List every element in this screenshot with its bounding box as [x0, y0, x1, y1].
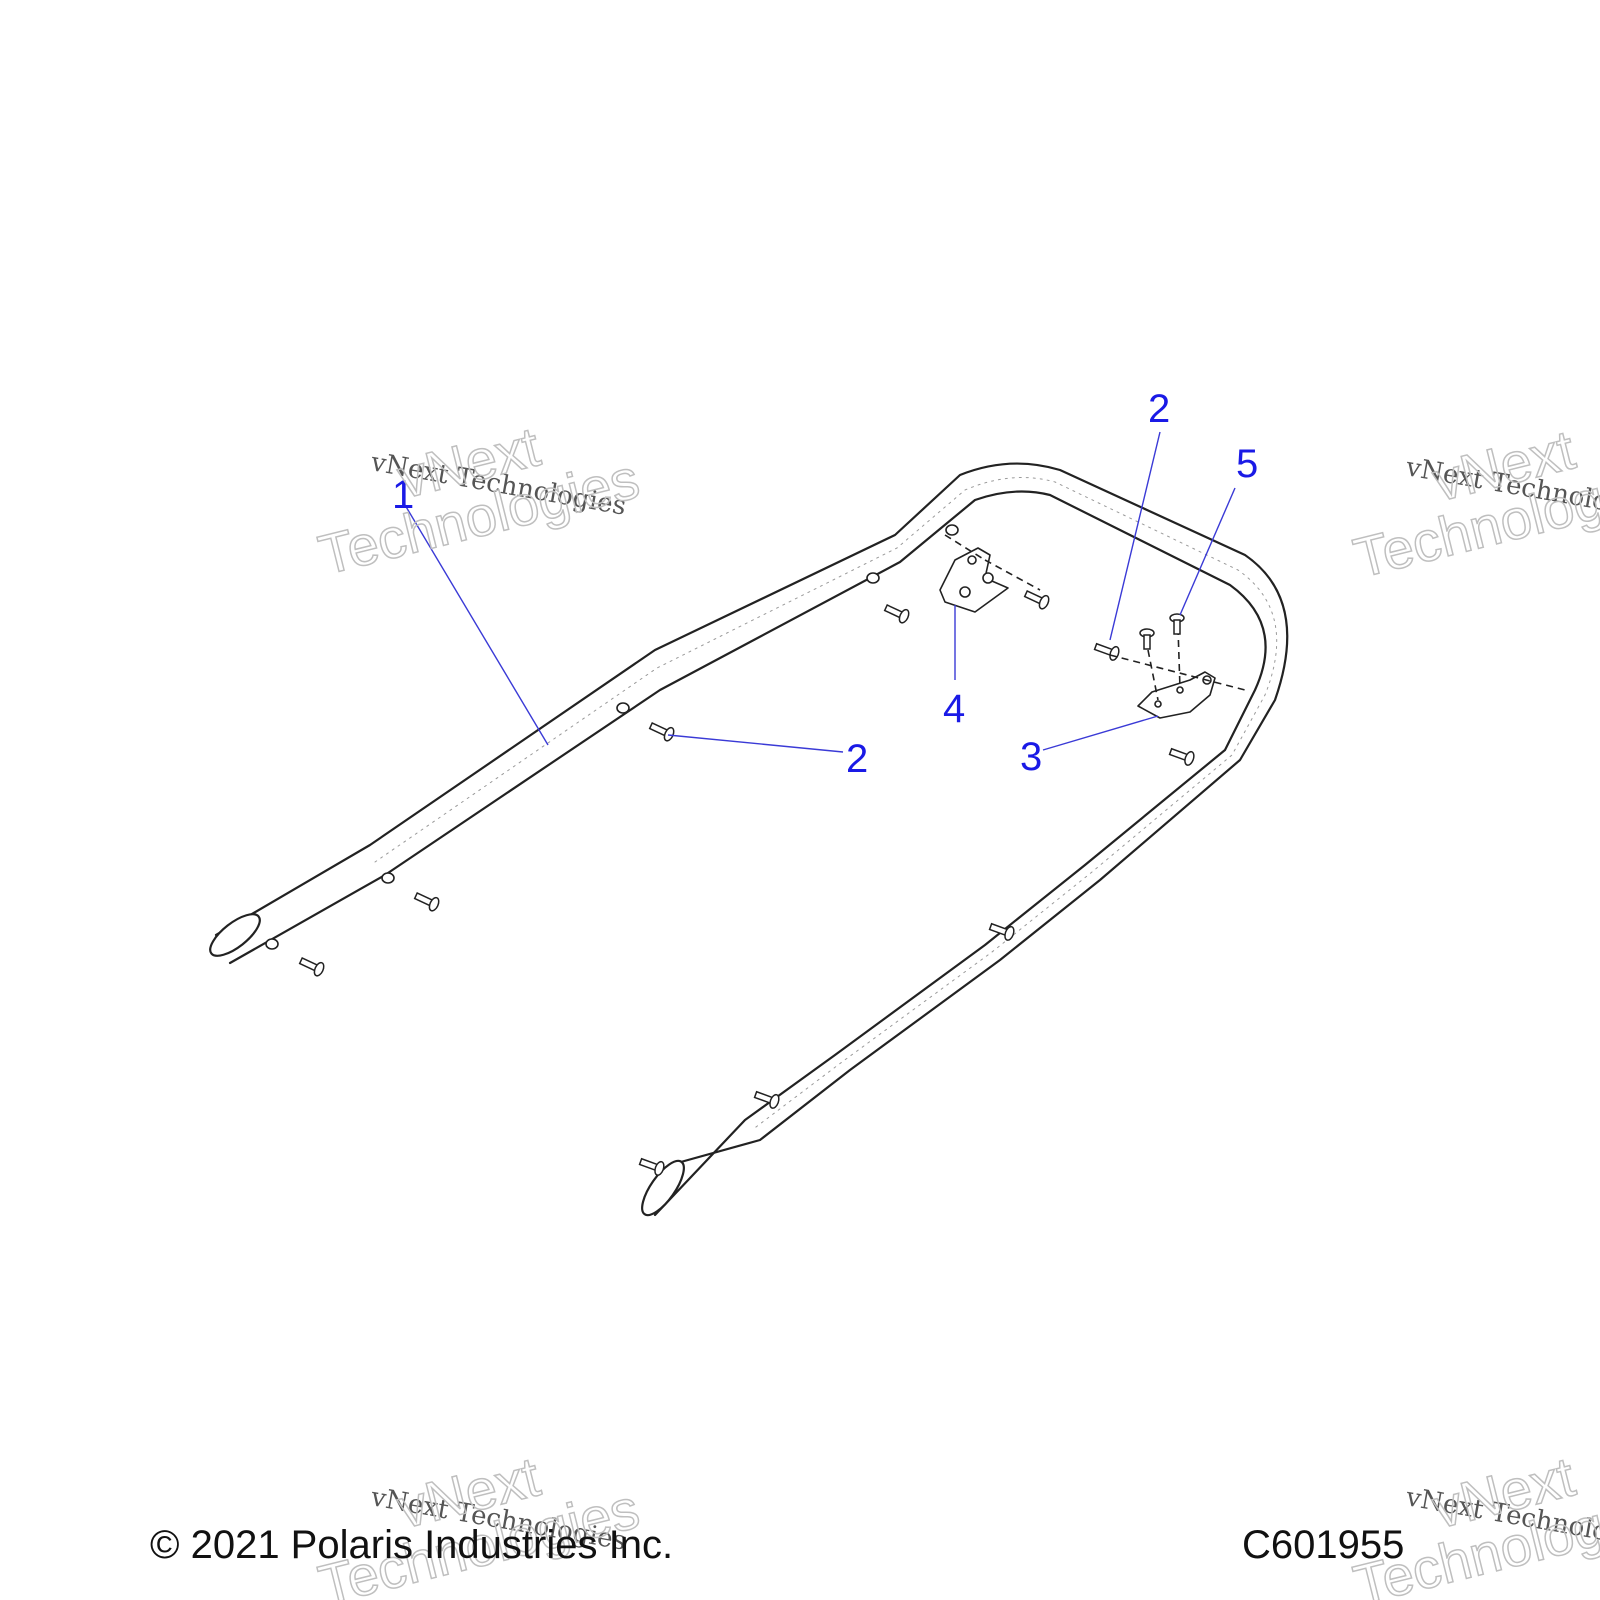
watermark-bottom-left-big: vNext Technologies: [312, 1444, 646, 1600]
bolt-icon: [988, 922, 1015, 941]
bolt-icon: [883, 604, 910, 624]
watermark-bottom-right-big: vNext Technologies: [1347, 1444, 1600, 1600]
callout-5: 5: [1236, 442, 1258, 486]
leader-5: [1179, 487, 1236, 616]
callout-3: 3: [1020, 735, 1042, 779]
leader-2b: [667, 734, 844, 753]
watermark-top-left-big: vNext Technologies: [312, 414, 646, 588]
screw-icon: [1139, 628, 1155, 650]
callouts: 1 2 2 3 4 5: [392, 387, 1258, 781]
bolt-icon: [1023, 590, 1050, 610]
callout-2-top: 2: [1148, 387, 1170, 431]
leader-1: [404, 504, 549, 746]
screw-icon: [1169, 613, 1185, 635]
bolt-icon: [753, 1090, 780, 1109]
bolt-icon: [648, 722, 675, 742]
screws-part-5: [1139, 613, 1185, 650]
bracket-part-3: [1109, 627, 1246, 719]
bolt-icon: [1168, 747, 1195, 766]
callout-4: 4: [943, 687, 965, 731]
figure-code: C601955: [1242, 1523, 1404, 1567]
leader-2a: [1109, 431, 1161, 641]
leader-lines: [404, 431, 1236, 753]
tube-mounting-holes: [265, 524, 959, 950]
bolts: [298, 590, 1195, 1176]
callout-1: 1: [392, 473, 414, 517]
copyright-text: © 2021 Polaris Industries Inc.: [150, 1523, 673, 1567]
bolt-icon: [638, 1157, 665, 1176]
bracket-part-4: [939, 534, 1041, 613]
bolt-icon: [298, 957, 325, 977]
bolt-icon: [413, 892, 440, 912]
callout-2-left: 2: [846, 737, 868, 781]
rear-rack-tube: [209, 462, 1289, 1217]
bolt-icon: [1093, 642, 1120, 661]
leader-3: [1042, 715, 1159, 751]
watermark-top-right-big: vNext Technologies: [1347, 417, 1600, 591]
